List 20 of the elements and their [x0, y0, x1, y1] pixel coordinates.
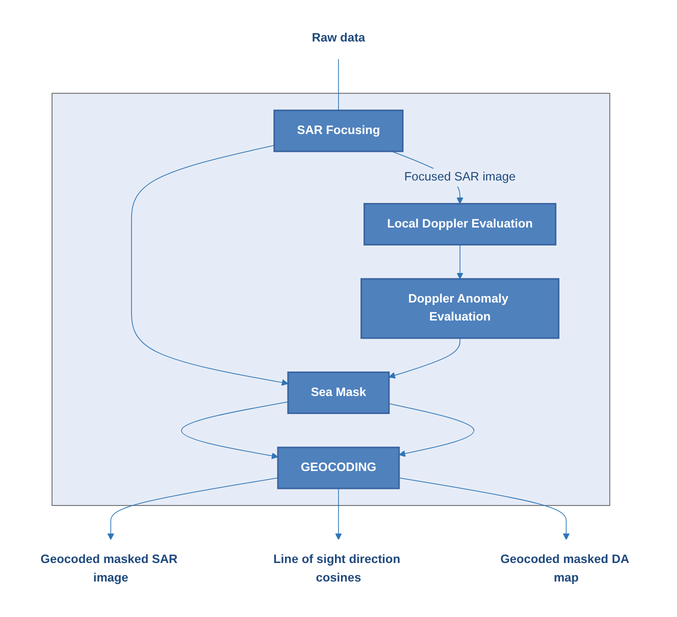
cluster	[52, 92, 610, 506]
node-text: Geocoded masked DA map	[500, 553, 629, 584]
arrow	[335, 488, 342, 540]
node-text: Geocoded masked SAR image	[40, 553, 178, 584]
node-box: SAR Focusing	[273, 110, 404, 152]
node-box: Doppler Anomaly Evaluation	[360, 278, 560, 339]
node-text: Raw data	[312, 32, 366, 45]
arrow	[131, 144, 288, 386]
arrow	[398, 478, 570, 540]
arrow	[388, 338, 460, 379]
edge-label: Focused SAR image	[404, 170, 516, 184]
arrow	[456, 244, 464, 280]
arrow	[388, 403, 474, 457]
node-box: Local Doppler Evaluation	[364, 202, 556, 246]
arrow	[181, 402, 288, 460]
connector	[338, 58, 339, 111]
node-box: GEOCODING	[277, 446, 400, 490]
node-text: Line of sight direction cosines	[273, 553, 400, 584]
node-box: Sea Mask	[287, 372, 390, 414]
arrow	[107, 478, 278, 540]
